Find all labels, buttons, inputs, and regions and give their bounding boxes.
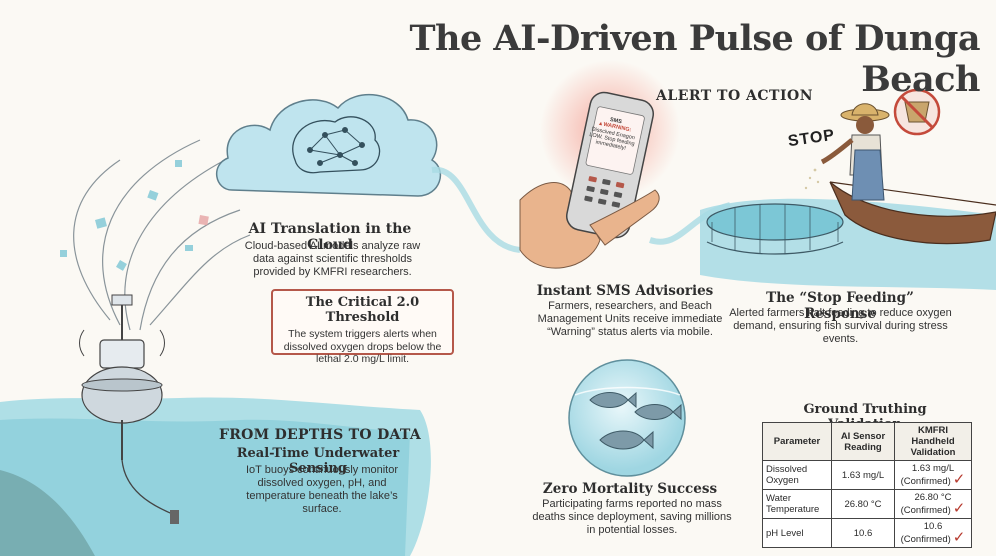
ground-truth-table: Parameter AI Sensor Reading KMFRI Handhe… <box>762 422 972 548</box>
iot-buoy <box>79 294 179 524</box>
table-cell-kmfri: 26.80 °C (Confirmed) <box>900 492 952 516</box>
column-header: KMFRI Handheld Validation <box>894 422 972 461</box>
column-header: Parameter <box>762 422 832 461</box>
table-cell-parameter: pH Level <box>762 518 832 548</box>
threshold-heading: The Critical 2.0 Threshold <box>305 295 420 325</box>
threshold-body: The system triggers alerts when dissolve… <box>283 328 442 365</box>
table-row: Water Temperature 26.80 °C 26.80 °C (Con… <box>762 489 972 519</box>
check-icon: ✓ <box>952 471 966 488</box>
depths-heading: FROM DEPTHS TO DATA <box>218 427 422 443</box>
zero-mortality-heading: Zero Mortality Success <box>542 481 718 497</box>
table-cell-ai: 26.80 °C <box>831 489 895 519</box>
table-cell-parameter: Water Temperature <box>762 489 832 519</box>
data-particles <box>60 160 209 271</box>
table-cell-kmfri: 10.6 (Confirmed) <box>900 521 951 545</box>
table-cell-ai: 1.63 mg/L <box>831 460 895 490</box>
lake-water <box>0 397 431 556</box>
page-title: The AI-Driven Pulse of Dunga Beach <box>409 18 980 100</box>
brain-network-icon <box>292 116 381 174</box>
check-icon: ✓ <box>952 500 966 517</box>
cloud-heading: AI Translation in the Cloud <box>248 221 412 253</box>
ai-cloud <box>216 94 442 197</box>
alert-heading: ALERT TO ACTION <box>656 88 814 104</box>
depths-body: IoT buoys continuously monitor dissolved… <box>245 464 399 515</box>
table-cell-parameter: Dissolved Oxygen <box>762 460 832 490</box>
depths-subheading: Real-Time Underwater Sensing <box>236 446 400 476</box>
table-row: pH Level 10.6 10.6 (Confirmed)✓ <box>762 518 972 548</box>
stop-feeding-body: Alerted farmers halt feeding to reduce o… <box>729 307 952 345</box>
no-feeding-icon <box>893 88 941 136</box>
table-cell-kmfri: 1.63 mg/L (Confirmed) <box>900 463 955 487</box>
table-header-row: Parameter AI Sensor Reading KMFRI Handhe… <box>762 422 972 461</box>
zero-mortality-body: Participating farms reported no mass dea… <box>532 498 732 536</box>
farmer-figure <box>804 103 890 201</box>
sms-body: Farmers, researchers, and Beach Manageme… <box>537 300 723 338</box>
fish-bowl <box>568 359 686 477</box>
threshold-callout: The Critical 2.0 Threshold The system tr… <box>271 289 454 365</box>
table-cell-ai: 10.6 <box>831 518 895 548</box>
table-row: Dissolved Oxygen 1.63 mg/L 1.63 mg/L (Co… <box>762 460 972 490</box>
mobile-phone <box>519 60 680 269</box>
sms-heading: Instant SMS Advisories <box>536 283 714 299</box>
check-icon: ✓ <box>952 529 966 546</box>
stop-feeding-heading: The “Stop Feeding” Response <box>766 290 914 322</box>
cloud-body: Cloud-based AI models analyze raw data a… <box>244 240 421 278</box>
column-header: AI Sensor Reading <box>831 422 895 461</box>
